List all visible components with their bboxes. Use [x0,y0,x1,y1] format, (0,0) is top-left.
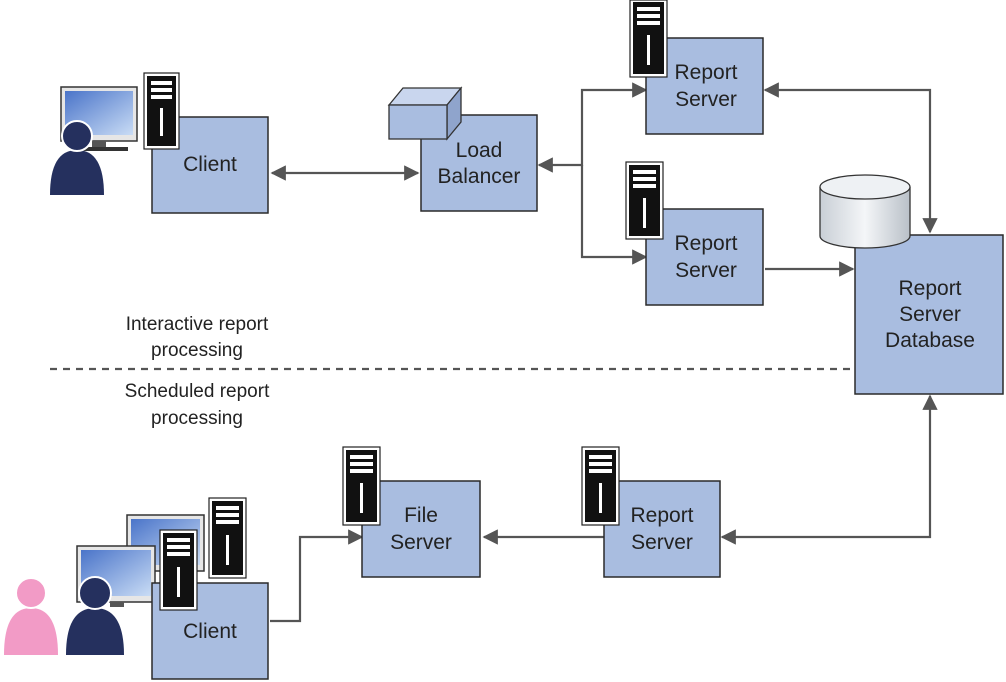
report-server-1-label-line1: Report [674,61,737,84]
report-server-database-group: Report Server Database [819,174,1004,395]
computer-tower-icon [581,446,620,526]
report-server-3-label-line1: Report [630,504,693,527]
client-top-label: Client [183,153,237,176]
client-bottom-label: Client [183,620,237,643]
load-balancer-icon [387,86,463,141]
interactive-zone-label-line1: Interactive report [126,314,269,335]
report-server-2-box [645,208,764,306]
report-server-1-label-line2: Server [675,88,737,111]
person-icon [4,577,58,655]
report-server-database-label-line2: Server [899,303,961,326]
load-balancer-label-line1: Load [456,139,503,162]
database-cylinder-icon [819,174,911,249]
interactive-zone-label-line2: processing [151,340,243,361]
person-icon [66,576,124,655]
report-server-2-group: Report Server [625,161,764,306]
report-server-3-group: Report Server [581,446,721,578]
report-server-3-box [603,480,721,578]
report-server-2-label-line1: Report [674,232,737,255]
load-balancer-to-report-server-2-arrow [580,165,648,265]
database-to-report-server-3-arrow [720,394,938,545]
file-server-label-line2: Server [390,531,452,554]
connectors [270,82,938,623]
computer-tower-icon [625,161,664,240]
client-top-group: Client [50,72,269,214]
load-balancer-to-report-server-1-arrow [537,82,648,173]
report-server-1-group: Report Server [629,0,764,135]
scheduled-zone-label-line1: Scheduled report [125,381,270,402]
report-server-1-to-database-arrow [763,82,938,234]
load-balancer-group: Load Balancer [387,86,538,212]
report-server-3-label-line2: Server [631,531,693,554]
person-icon [50,120,104,195]
report-server-2-label-line2: Server [675,259,737,282]
scheduled-zone-label-line2: processing [151,408,243,429]
computer-tower-icon [143,72,180,150]
computer-tower-icon [629,0,668,78]
client-bottom-group: Client [4,497,269,680]
report-server-database-box [854,234,1004,395]
computer-tower-icon [342,446,381,526]
report-server-database-label-line1: Report [898,277,961,300]
computer-tower-icon [159,529,198,611]
client-to-file-server-arrow [270,529,364,623]
report-server-database-label-line3: Database [885,329,975,352]
computer-tower-icon [208,497,247,579]
load-balancer-label-line2: Balancer [438,165,521,188]
file-server-label-line1: File [404,504,438,527]
file-server-group: File Server [342,446,481,578]
file-server-box [361,480,481,578]
